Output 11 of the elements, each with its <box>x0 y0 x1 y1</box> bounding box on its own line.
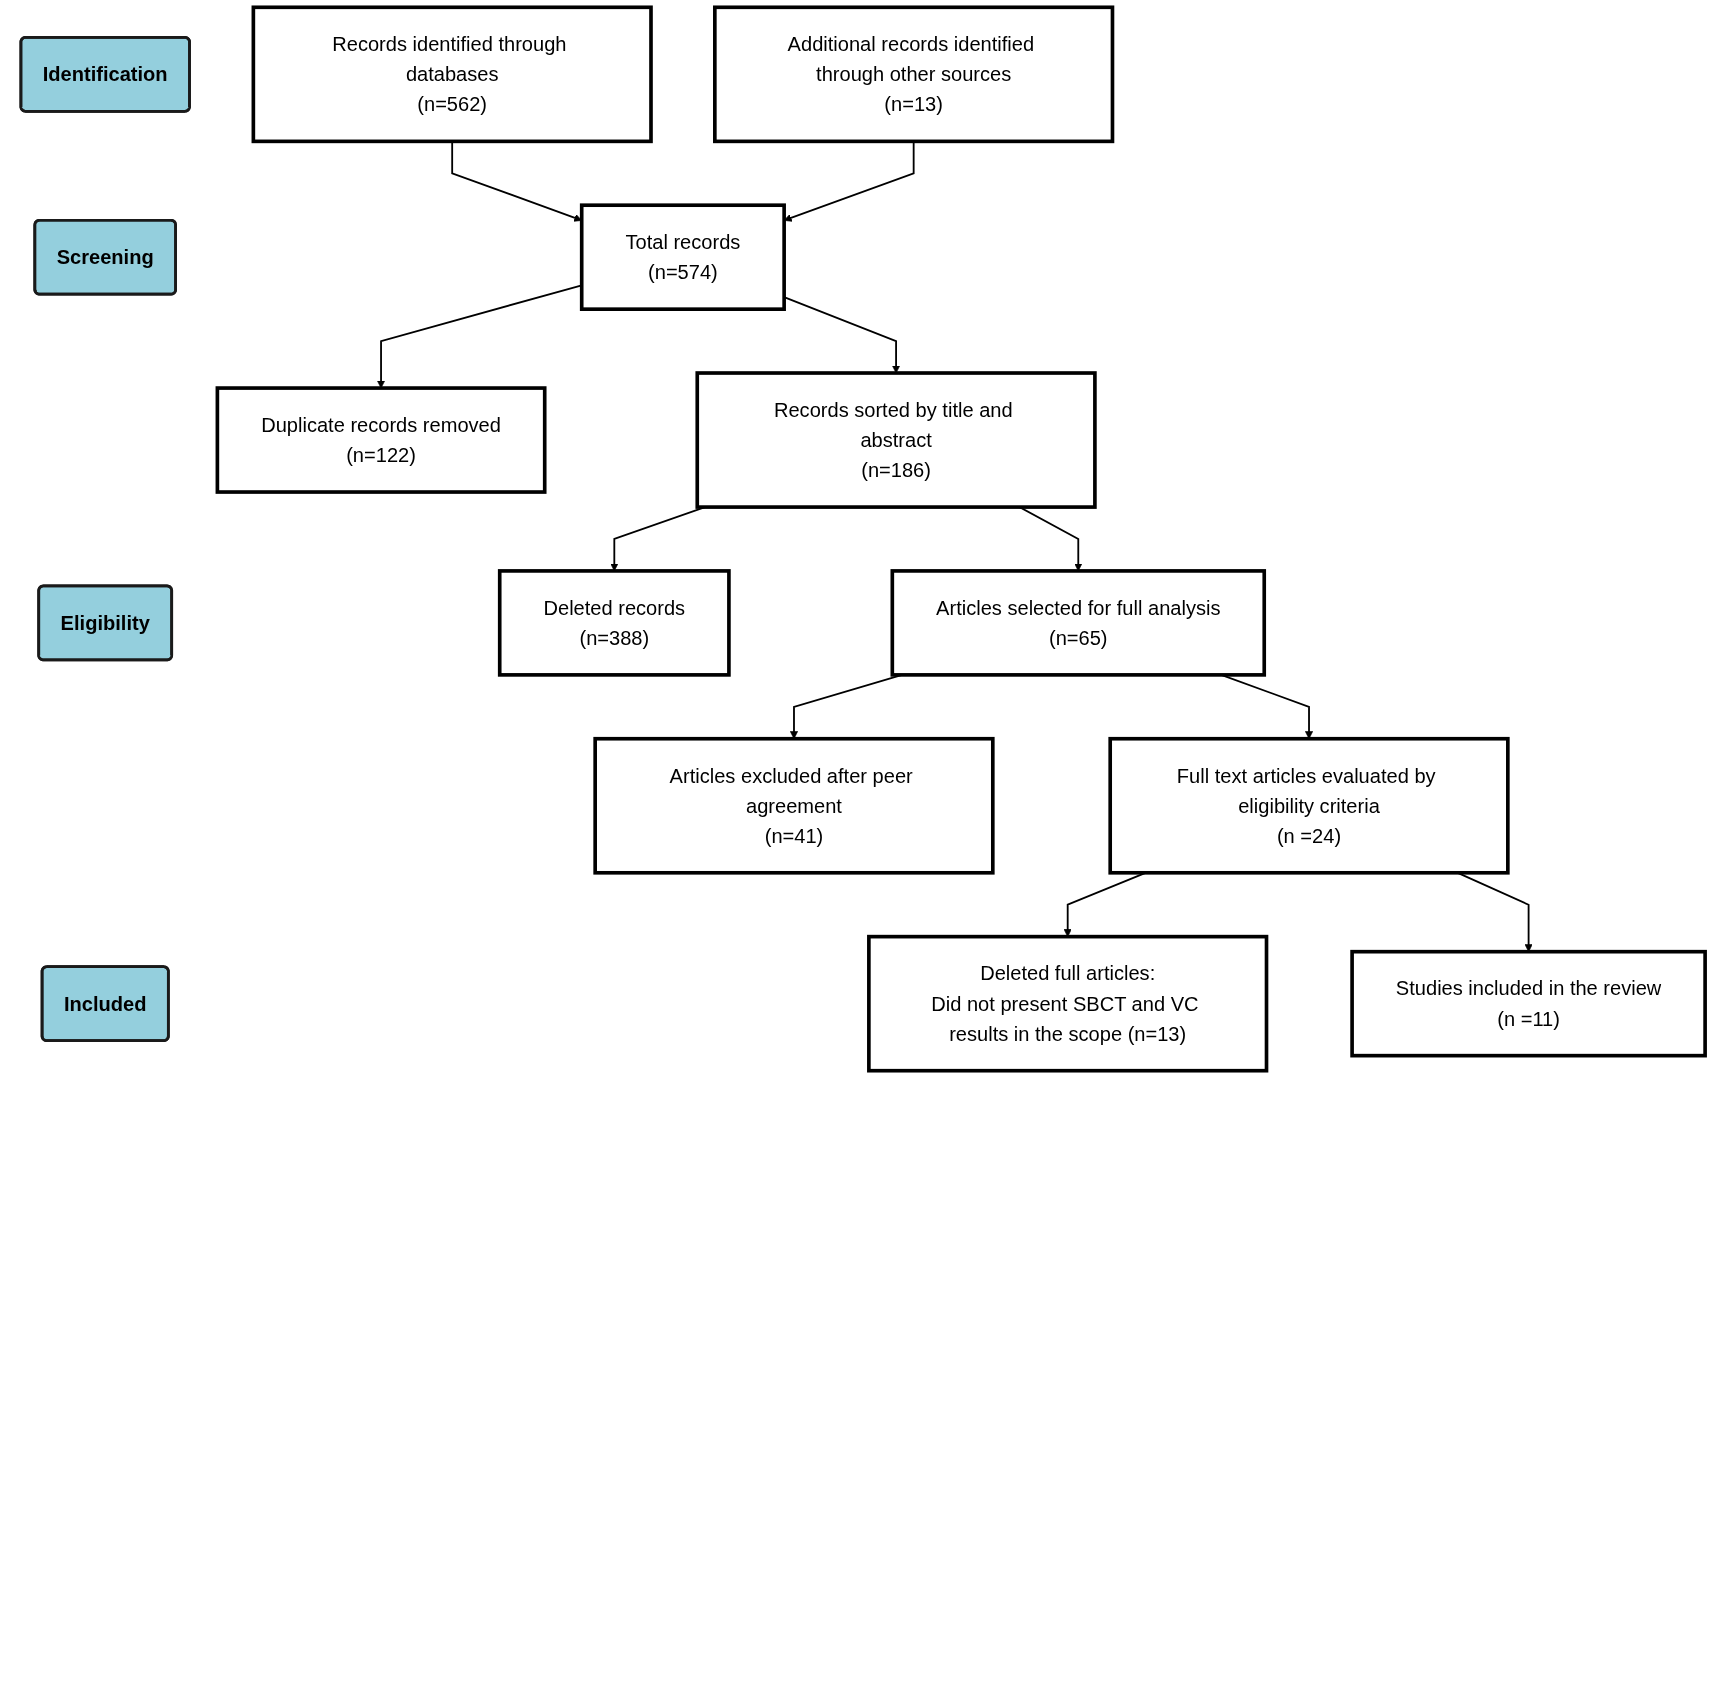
node-box: Full text articles evaluated by eligibility criteria (n =24) <box>1107 736 1510 875</box>
node-box: Records sorted by title and abstract (n=186) <box>694 371 1097 509</box>
node-box: Studies included in the review (n =11) <box>1349 949 1707 1058</box>
node-box: Deleted records (n=388) <box>497 569 731 677</box>
node-box: Deleted full articles: Did not present SBCT and VC results in the scope (n=13) <box>866 934 1268 1073</box>
node-box: Articles selected for full analysis (n=65) <box>890 569 1266 677</box>
node-box: Duplicate records removed (n=122) <box>215 386 547 494</box>
node-box: Articles excluded after peer agreement (n=41) <box>592 736 995 875</box>
node-box: Total records (n=574) <box>579 203 786 311</box>
node-box: Records identified through databases (n=562) <box>251 5 653 144</box>
node-box: Additional records identified through other sources (n=13) <box>712 5 1114 144</box>
